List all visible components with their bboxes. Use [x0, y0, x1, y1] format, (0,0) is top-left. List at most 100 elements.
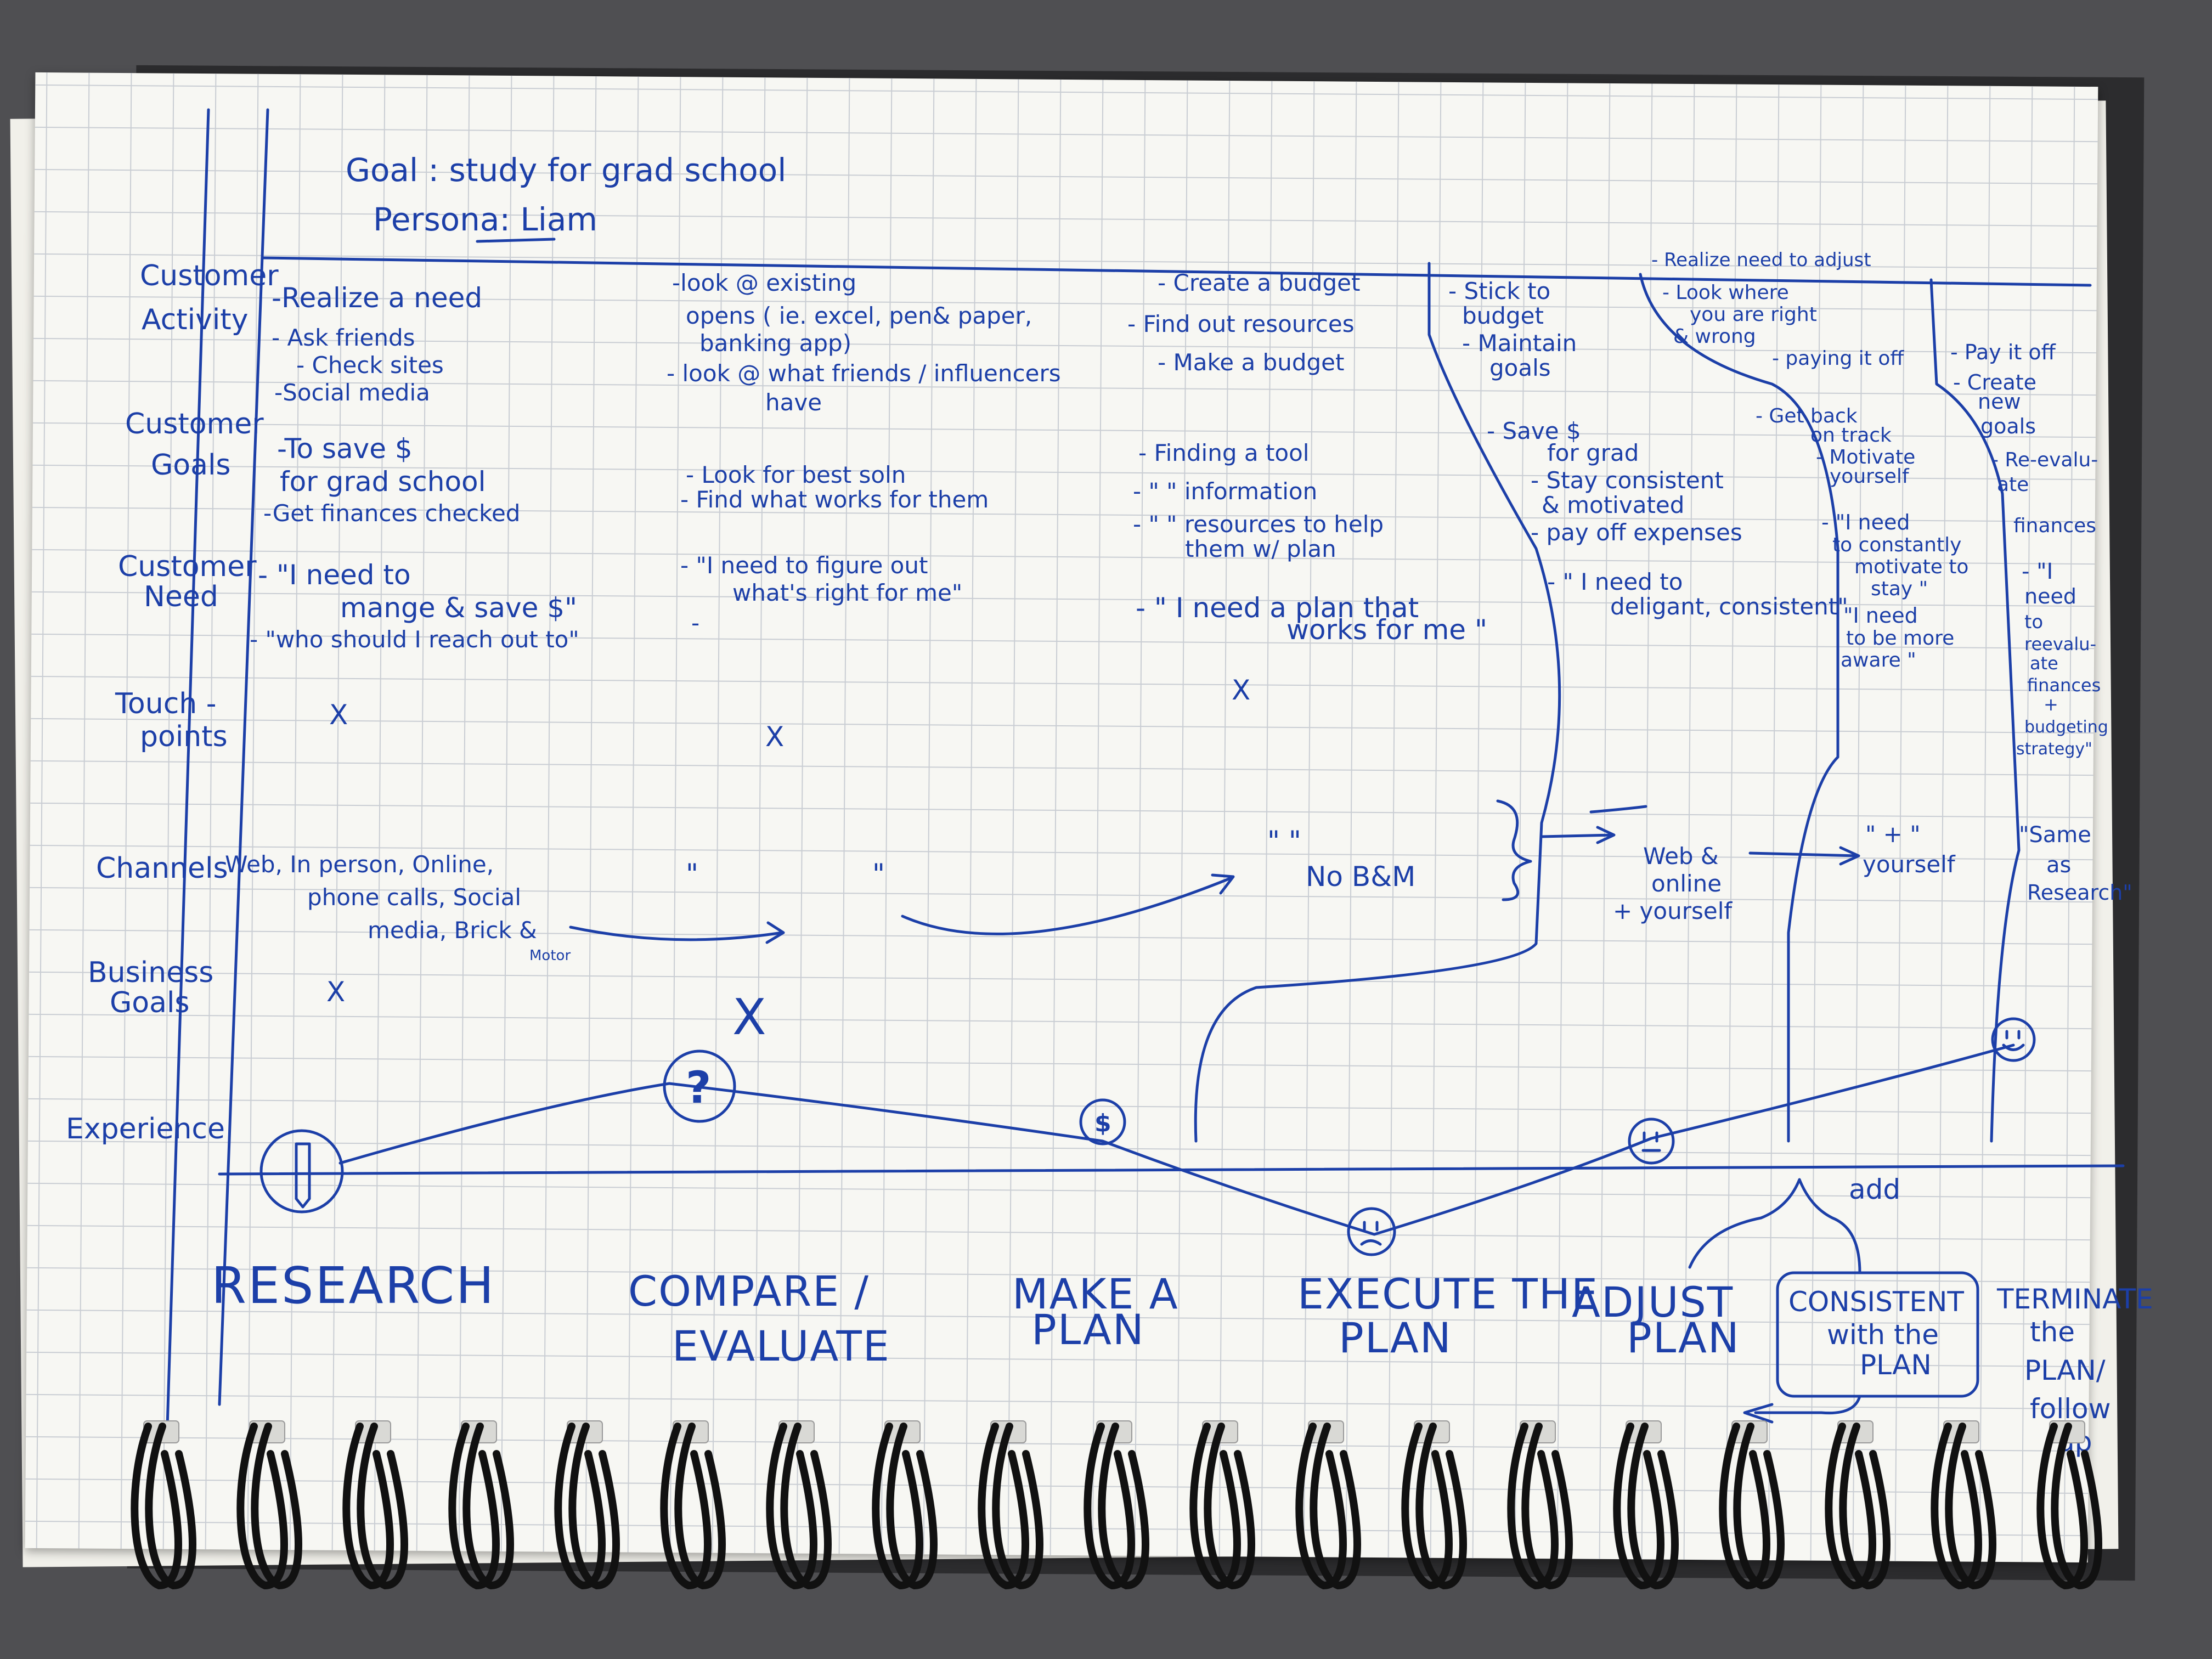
experience-baseline	[218, 1164, 2125, 1176]
experience-line	[338, 1043, 2015, 1236]
terminate-activity-6: ate	[1997, 473, 2029, 496]
research-goals-1: -To save $	[277, 433, 413, 465]
stage-labels: RESEARCH COMPARE / EVALUATE MAKE A PLAN …	[211, 1173, 2153, 1458]
goal-text: Goal : study for grad school	[346, 151, 786, 189]
execute-need-1: - " I need to	[1547, 568, 1683, 595]
compare-need-3: -	[691, 610, 699, 636]
execute-activity-2: budget	[1462, 302, 1544, 329]
stage-consistent-2: with the	[1827, 1319, 1939, 1351]
research-touchpoint-x: X	[329, 699, 348, 731]
terminate-need-9: strategy"	[2016, 740, 2092, 759]
terminate-need-2: need	[2024, 584, 2076, 608]
loop-arrow-head	[1743, 1403, 1774, 1424]
execute-goals-4: & motivated	[1542, 492, 1684, 518]
question-glyph: ?	[686, 1062, 711, 1113]
execute-channels-3: + yourself	[1613, 898, 1733, 924]
stage-consistent-1: CONSISTENT	[1788, 1286, 1964, 1318]
compare-goals-1: - Look for best soln	[686, 461, 906, 488]
loop-arrow-to-adjust	[1754, 1395, 1861, 1415]
terminate-need-5: ate	[2030, 653, 2058, 674]
row-label-experience: Experience	[66, 1113, 225, 1146]
stage-adjust-1: ADJUST	[1572, 1278, 1734, 1327]
plan-goals-3: - " " resources to help	[1133, 511, 1384, 538]
row-label-customer-goals-1: Customer	[125, 408, 264, 441]
pencil-icon	[259, 1129, 344, 1214]
terminate-need-8: budgeting	[2024, 718, 2108, 737]
research-activity-1: -Realize a need	[272, 282, 482, 314]
plan-activity-3: - Make a budget	[1158, 349, 1345, 376]
terminate-need-1: - "I	[2022, 559, 2053, 584]
execute-column: - Stick to budget - Maintain goals - Sav…	[1448, 278, 1848, 924]
row-label-customer-activity-2: Activity	[142, 303, 248, 336]
plan-touchpoint-x: X	[1232, 674, 1250, 706]
research-need-3: - "who should I reach out to"	[250, 626, 579, 653]
compare-activity-4: - look @ what friends / influencers	[667, 360, 1061, 387]
adjust-goals-4: yourself	[1830, 465, 1910, 488]
terminate-activity-1: - Pay it off	[1950, 340, 2056, 364]
execute-goals-3: - Stay consistent	[1531, 467, 1724, 494]
execute-goals-2: for grad	[1547, 439, 1639, 466]
add-brace	[1688, 1178, 1861, 1274]
stage-adjust-2: PLAN	[1627, 1313, 1740, 1362]
persona-text: Persona: Liam	[373, 201, 597, 238]
sad-face-icon	[1347, 1207, 1396, 1256]
terminate-activity-5: - Re-evalu-	[1991, 449, 2098, 471]
compare-activity-5: have	[765, 389, 822, 416]
neutral-face-icon	[1628, 1118, 1675, 1165]
compare-activity-1: -look @ existing	[672, 269, 856, 296]
arrow-head-3	[1596, 826, 1616, 844]
row-label-customer-need-1: Customer	[118, 550, 257, 583]
adjust-need-6: to be more	[1846, 627, 1954, 650]
compare-activity-2: opens ( ie. excel, pen& paper,	[686, 302, 1032, 329]
terminate-need-3: to	[2024, 611, 2043, 633]
terminate-activity-7: finances	[2013, 515, 2096, 537]
adjust-activity-3: & wrong	[1673, 325, 1756, 348]
happy-face-icon	[1991, 1017, 2036, 1062]
research-goals-3: -Get finances checked	[263, 500, 520, 527]
research-activity-3: - Check sites	[296, 352, 444, 379]
compare-channels-ditto: "	[686, 858, 698, 890]
stage-execute-2: PLAN	[1339, 1313, 1452, 1362]
compare-activity-3: banking app)	[699, 330, 851, 357]
execute-need-2: deligant, consistent"	[1610, 593, 1848, 620]
execute-goals-5: - pay off expenses	[1531, 519, 1742, 546]
terminate-activity-3: new	[1978, 390, 2021, 414]
plan-need-1: - " I need a plan that	[1136, 592, 1419, 624]
dollar-icon: $	[1079, 1098, 1126, 1146]
stage-execute-1: EXECUTE THE	[1297, 1269, 1599, 1318]
adjust-activity-2: you are right	[1690, 303, 1817, 326]
terminate-need-7: +	[2044, 694, 2058, 715]
adjust-need-4: stay "	[1871, 578, 1928, 600]
add-note: add	[1849, 1173, 1900, 1205]
adjust-goals-2: on track	[1810, 424, 1892, 447]
adjust-column: - Realize need to adjust - Look where yo…	[1651, 249, 1968, 878]
compare-column: -look @ existing opens ( ie. excel, pen&…	[667, 269, 1061, 1046]
adjust-channels-1: " + "	[1865, 821, 1921, 848]
consistent-box	[1776, 1271, 1979, 1398]
plan-goals-2: - " " information	[1133, 478, 1317, 505]
arrow-compare-to-plan	[901, 876, 1233, 935]
row-labels: Customer Activity Customer Goals Custome…	[66, 259, 279, 1146]
terminate-channels-2: as	[2046, 853, 2071, 878]
terminate-activity-2: - Create	[1953, 370, 2036, 394]
adjust-activity-4: - paying it off	[1772, 347, 1904, 370]
research-channels-3: media, Brick &	[368, 917, 537, 944]
research-channels-2: phone calls, Social	[307, 884, 521, 911]
arrow-head-1	[765, 921, 785, 944]
research-channels-4: Motor	[529, 947, 571, 964]
row-label-channels: Channels	[96, 852, 228, 885]
stage-terminate-4: follow	[2030, 1393, 2111, 1425]
research-goals-2: for grad school	[280, 466, 486, 498]
terminate-channels-1: "Same	[2019, 822, 2091, 848]
execute-activity-1: - Stick to	[1448, 278, 1550, 304]
row-label-touch-points-2: points	[140, 720, 228, 753]
execute-channels-2: online	[1651, 870, 1722, 897]
arrow-head-2	[1211, 873, 1235, 895]
adjust-channels-2: yourself	[1863, 851, 1956, 878]
channel-brace	[1496, 799, 1532, 901]
plan-goals-1: - Finding a tool	[1138, 439, 1309, 466]
adjust-goals-3: - Motivate	[1816, 446, 1915, 469]
row-label-customer-goals-2: Goals	[151, 449, 231, 482]
stage-plan-1: MAKE A	[1012, 1269, 1179, 1318]
